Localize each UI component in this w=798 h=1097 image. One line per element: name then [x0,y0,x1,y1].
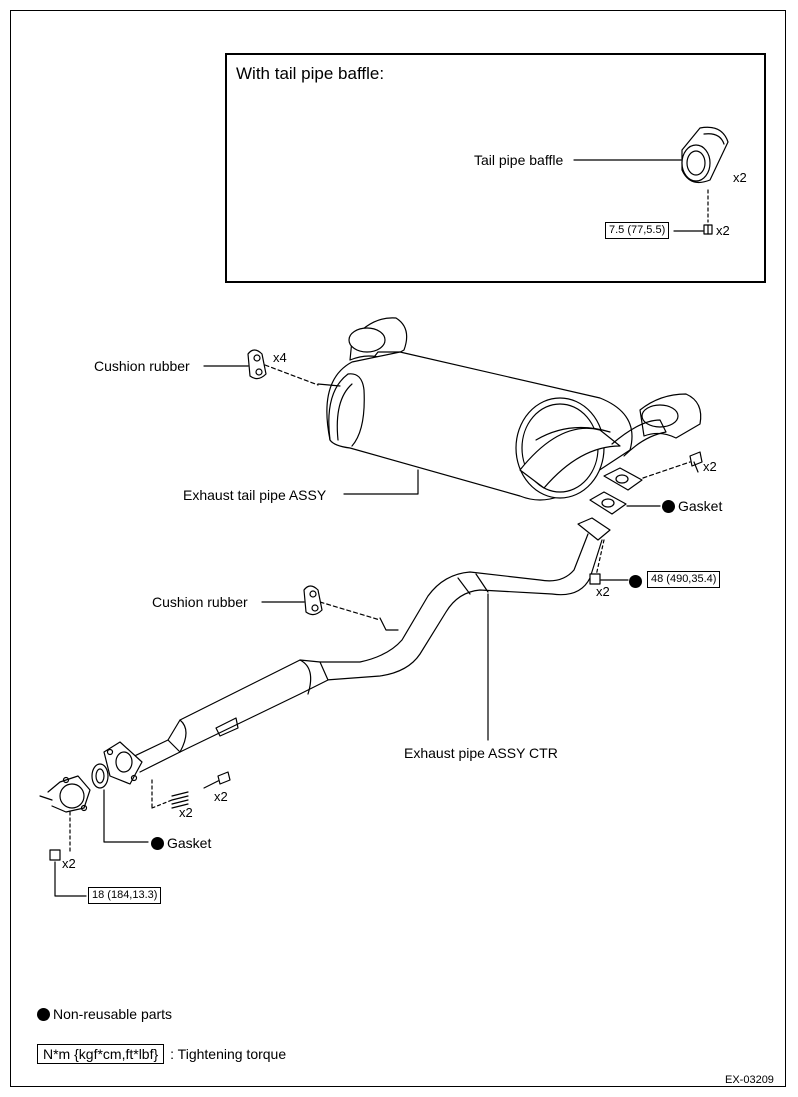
dashed-tail-bolt [642,461,691,479]
non-reusable-dot-icon [151,837,164,850]
gasket-lower-label: Gasket [151,835,211,851]
dashed-cushion-upper [264,364,319,386]
non-reusable-dot-icon [629,575,642,588]
bolt-part [203,771,231,789]
cushion-rubber-upper [247,349,267,380]
non-reusable-dot-icon [662,500,675,513]
figure-id: EX-03209 [725,1074,774,1086]
spring-part [171,791,189,809]
cushion-upper-qty: x4 [273,350,287,365]
exhaust-tail-pipe-label: Exhaust tail pipe ASSY [183,487,327,503]
leader-gasket-lower [103,789,149,843]
dashed-spring-2 [151,799,173,809]
bolt-qty: x2 [214,789,228,804]
front-torque: 18 (184,13.3) [88,887,162,904]
dashed-center-nut [595,539,605,577]
tail-pipe-baffle-part [681,126,729,183]
baffle-bolt [703,224,713,235]
front-nut [49,849,61,861]
tail-pipe-baffle-label: Tail pipe baffle [474,152,564,168]
dashed-cushion-lower [319,601,381,621]
gasket-upper-part [589,491,627,515]
diagram-frame [10,10,786,1087]
muffler-part [317,317,702,501]
cushion-rubber-lower [303,585,323,616]
gasket-lower-part [91,763,109,789]
gasket-upper-label: Gasket [662,498,722,514]
leader-front-torque [54,861,87,897]
leader-tail-pipe [343,469,419,495]
exhaust-pipe-ctr-label: Exhaust pipe ASSY CTR [404,745,558,761]
center-nut-qty: x2 [596,584,610,599]
front-pipe-part [39,775,91,813]
non-reusable-dot-icon [37,1008,50,1021]
center-torque: 48 (490,35.4) [647,571,721,588]
legend-non-reusable: Non-reusable parts [37,1006,172,1022]
front-nut-qty: x2 [62,856,76,871]
center-pipe-part [103,517,611,785]
tail-pipe-baffle-inset [225,53,766,283]
legend-torque: N*m {kgf*cm,ft*lbf}: Tightening torque [37,1044,286,1064]
tail-bolt [689,451,703,473]
cushion-rubber-upper-label: Cushion rubber [94,358,190,374]
baffle-bolt-qty: x2 [716,223,730,238]
tail-bolt-qty: x2 [703,459,717,474]
baffle-qty: x2 [733,170,747,185]
cushion-rubber-lower-label: Cushion rubber [152,594,248,610]
center-torque-group [629,573,645,589]
spring-qty: x2 [179,805,193,820]
inset-title: With tail pipe baffle: [236,64,385,83]
legend-torque-box: N*m {kgf*cm,ft*lbf} [37,1044,165,1064]
center-nut [589,573,601,585]
baffle-torque: 7.5 (77,5.5) [605,222,670,239]
